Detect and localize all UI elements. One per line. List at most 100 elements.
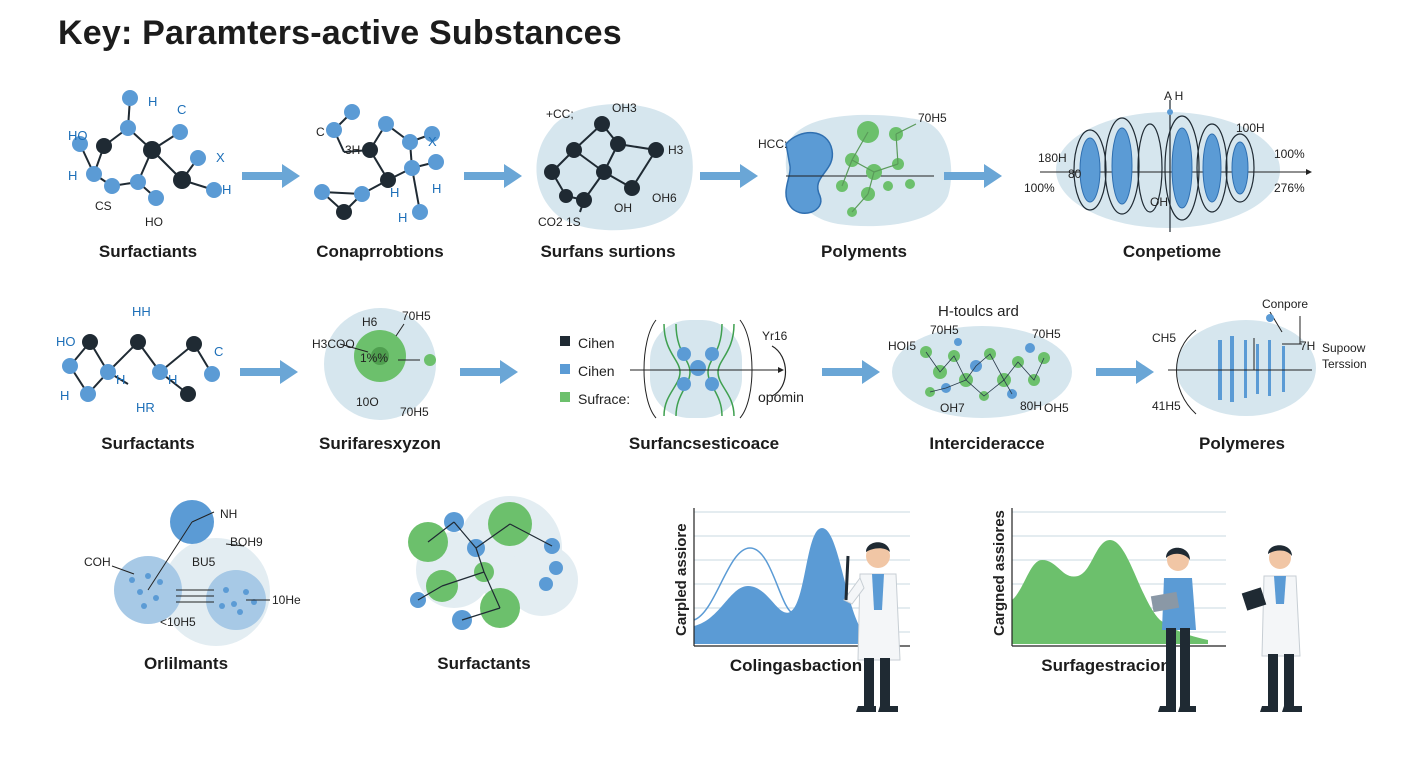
label: HR (136, 400, 155, 415)
label: 276% (1274, 181, 1305, 195)
label: H-toulcs ard (938, 303, 1019, 320)
row1-molecule-conaprrobtions: C 3H X H H H (314, 104, 444, 225)
label: C (316, 125, 325, 139)
scientist-figure (1150, 547, 1196, 712)
label: 41H5 (1152, 399, 1181, 413)
row3-micelles-orlilmants: NH COH BOH9 BU5 10He <10H5 (84, 500, 301, 646)
label: 100% (1274, 147, 1305, 161)
row2-polymer-polymeres: Conpore CH5 7H Supoow Terssion 41H5 (1152, 297, 1367, 416)
label: HOI5 (888, 339, 916, 353)
row2-micelle-surifaresxyzon: H6 70H5 H3COO 1%% 10O 70H5 (312, 308, 436, 420)
label: H3COO (312, 337, 355, 351)
caption-row2-polymeres: Polymeres (1199, 434, 1285, 453)
caption-row1-conpetiome: Conpetiome (1122, 242, 1222, 261)
row1-molecule-surfactiants: H C HO X H H CS HO (68, 90, 231, 229)
label: 10He (272, 593, 301, 607)
legend-label: Cihen (578, 335, 615, 351)
label: C (214, 344, 223, 359)
row2-molecule-surfactants: HH HO C H H H HR (56, 304, 223, 415)
caption-row1-polyments: Polyments (821, 242, 907, 261)
label: 100% (1024, 181, 1055, 195)
arrow-right-icon (242, 164, 300, 188)
label: A H (1164, 89, 1183, 103)
label: 10O (356, 395, 379, 409)
label: 70H5 (918, 111, 947, 125)
label: OH6 (652, 191, 677, 205)
label: OH5 (1044, 401, 1069, 415)
label: CO2 1S (538, 215, 581, 229)
caption-row3-surfactants: Surfactants (437, 654, 531, 673)
label: Conpore (1262, 297, 1308, 311)
row1-polymer-polyments: HCC: 70H5 (758, 111, 952, 227)
scientist-figure (843, 542, 901, 712)
arrow-right-icon (460, 360, 518, 384)
label: 1%% (360, 351, 388, 365)
label: 3H (345, 143, 360, 157)
label: X (216, 150, 225, 165)
label: 70H5 (400, 405, 429, 419)
arrow-right-icon (464, 164, 522, 188)
row1-competition-conpetiome: A H 180H 100H 100% 100% 276% OH 80 (1024, 89, 1312, 232)
arrow-right-icon (944, 164, 1002, 188)
label: Yr16 (762, 329, 788, 343)
arrow-right-icon (1096, 360, 1154, 384)
label: H6 (362, 315, 378, 329)
label: OH3 (612, 101, 637, 115)
label: H (116, 372, 125, 387)
label: 70H5 (402, 309, 431, 323)
label: OH (1150, 195, 1168, 209)
page-title: Key: Paramters-active Substances (58, 14, 622, 52)
label: HO (68, 128, 88, 143)
label: HCC: (758, 137, 787, 151)
label: H (222, 182, 231, 197)
label: 80H (1020, 399, 1042, 413)
row2-interface-intercideracce: H-toulcs ard 70H5 70H5 HOI5 OH7 80H OH5 (888, 303, 1072, 418)
label: OH7 (940, 401, 965, 415)
label: BU5 (192, 555, 216, 569)
caption-row2-intercideracce: Intercideracce (929, 434, 1045, 453)
row3-network-surfactants (408, 496, 578, 630)
caption-row1-surfactiants: Surfactiants (98, 242, 198, 261)
label: H (168, 372, 177, 387)
legend-label: Cihen (578, 363, 615, 379)
label: H (148, 94, 157, 109)
label: 70H5 (930, 323, 959, 337)
label: OH (614, 201, 632, 215)
label: 100H (1236, 121, 1265, 135)
y-axis-label: Cargned assiores (991, 510, 1008, 636)
arrow-right-icon (240, 360, 298, 384)
label: Supoow (1322, 341, 1366, 355)
row3-chart-surfagestracion: Cargned assiores (991, 508, 1226, 647)
label: Terssion (1322, 357, 1367, 371)
label: CS (95, 199, 112, 213)
label: H (432, 181, 441, 196)
row2-membrane-surfancsesticoace: Cihen Cihen Sufrace: Yr16 opomin (560, 319, 804, 419)
scientist-figure (1241, 545, 1302, 712)
label: C (177, 102, 186, 117)
caption-row2-surfancsesticoace: Surfancsesticoace (628, 434, 780, 453)
caption-row3-surfagestracion: Surfagestracion (1041, 656, 1171, 675)
label: HH (132, 304, 151, 319)
label: BOH9 (230, 535, 263, 549)
label: 180H (1038, 151, 1067, 165)
arrow-right-icon (700, 164, 758, 188)
label: H (60, 388, 69, 403)
row1-molecule-surfans-surtions: +CC; OH3 H3 OH6 OH CO2 1S (536, 101, 693, 231)
caption-row2-surifaresxyzon: Surifaresxyzon (319, 434, 441, 453)
label: +CC; (546, 107, 574, 121)
caption-row3-orlilmants: Orlilmants (143, 654, 229, 673)
caption-row1-conaprrobtions: Conaprrobtions (316, 242, 444, 261)
label: H (398, 210, 407, 225)
label: HO (145, 215, 163, 229)
caption-row1-surfans-surtions: Surfans surtions (540, 242, 676, 261)
label: opomin (758, 389, 804, 405)
label: H (68, 168, 77, 183)
label: <10H5 (160, 615, 196, 629)
label: H3 (668, 143, 684, 157)
caption-row2-surfactants: Surfactants (101, 434, 195, 453)
caption-row3-colingasbaction: Colingasbaction (729, 656, 863, 675)
label: X (428, 134, 437, 149)
legend-label: Sufrace: (578, 391, 630, 407)
label: CH5 (1152, 331, 1176, 345)
